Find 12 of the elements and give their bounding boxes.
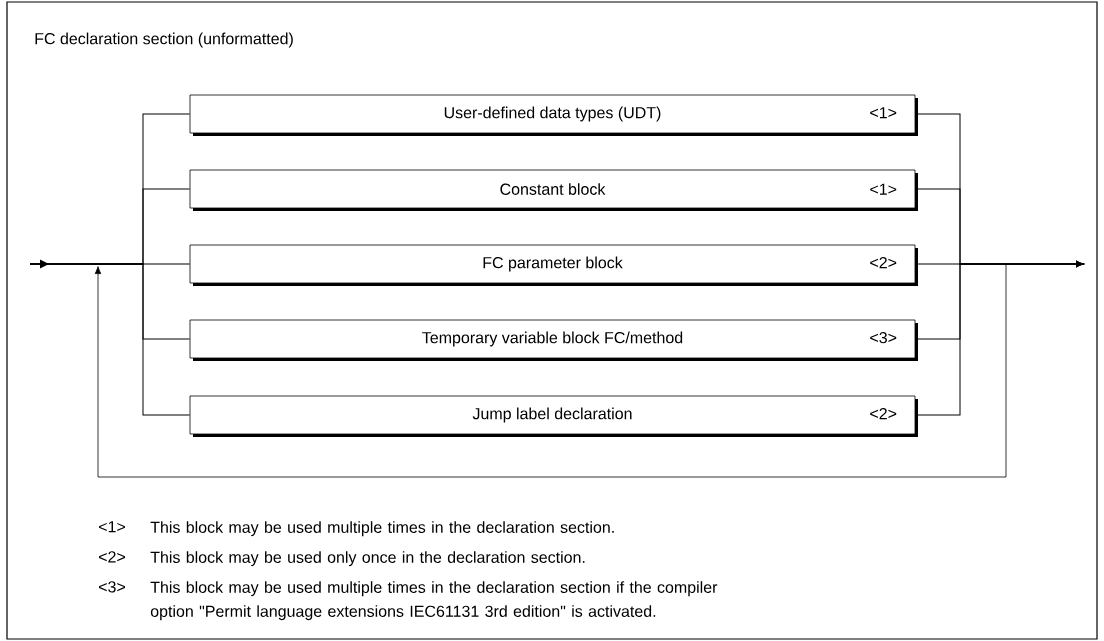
syntax-box: Constant block <1> (189, 169, 918, 211)
syntax-box: Temporary variable block FC/method <3> (189, 319, 918, 361)
syntax-box: FC parameter block <2> (189, 244, 918, 286)
syntax-box: Jump label declaration <2> (189, 395, 918, 437)
footnote-marker: <1> (99, 521, 125, 533)
footnote-marker: <3> (99, 581, 125, 593)
footnote-marker: <2> (99, 551, 125, 563)
footnote-text: This block may be used multiple times in the declaration section. (150, 521, 614, 537)
footnote-text: This block may be used multiple times in the declaration section if the compiler option "Permit language extensions IEC61131 3rd edition" is activated. (150, 581, 718, 621)
footnote-text: This block may be used only once in the declaration section. (150, 551, 585, 567)
syntax-box: User-defined data types (UDT) <1> (189, 94, 918, 136)
diagram-title: FC declaration section (unformatted) (35, 32, 293, 48)
